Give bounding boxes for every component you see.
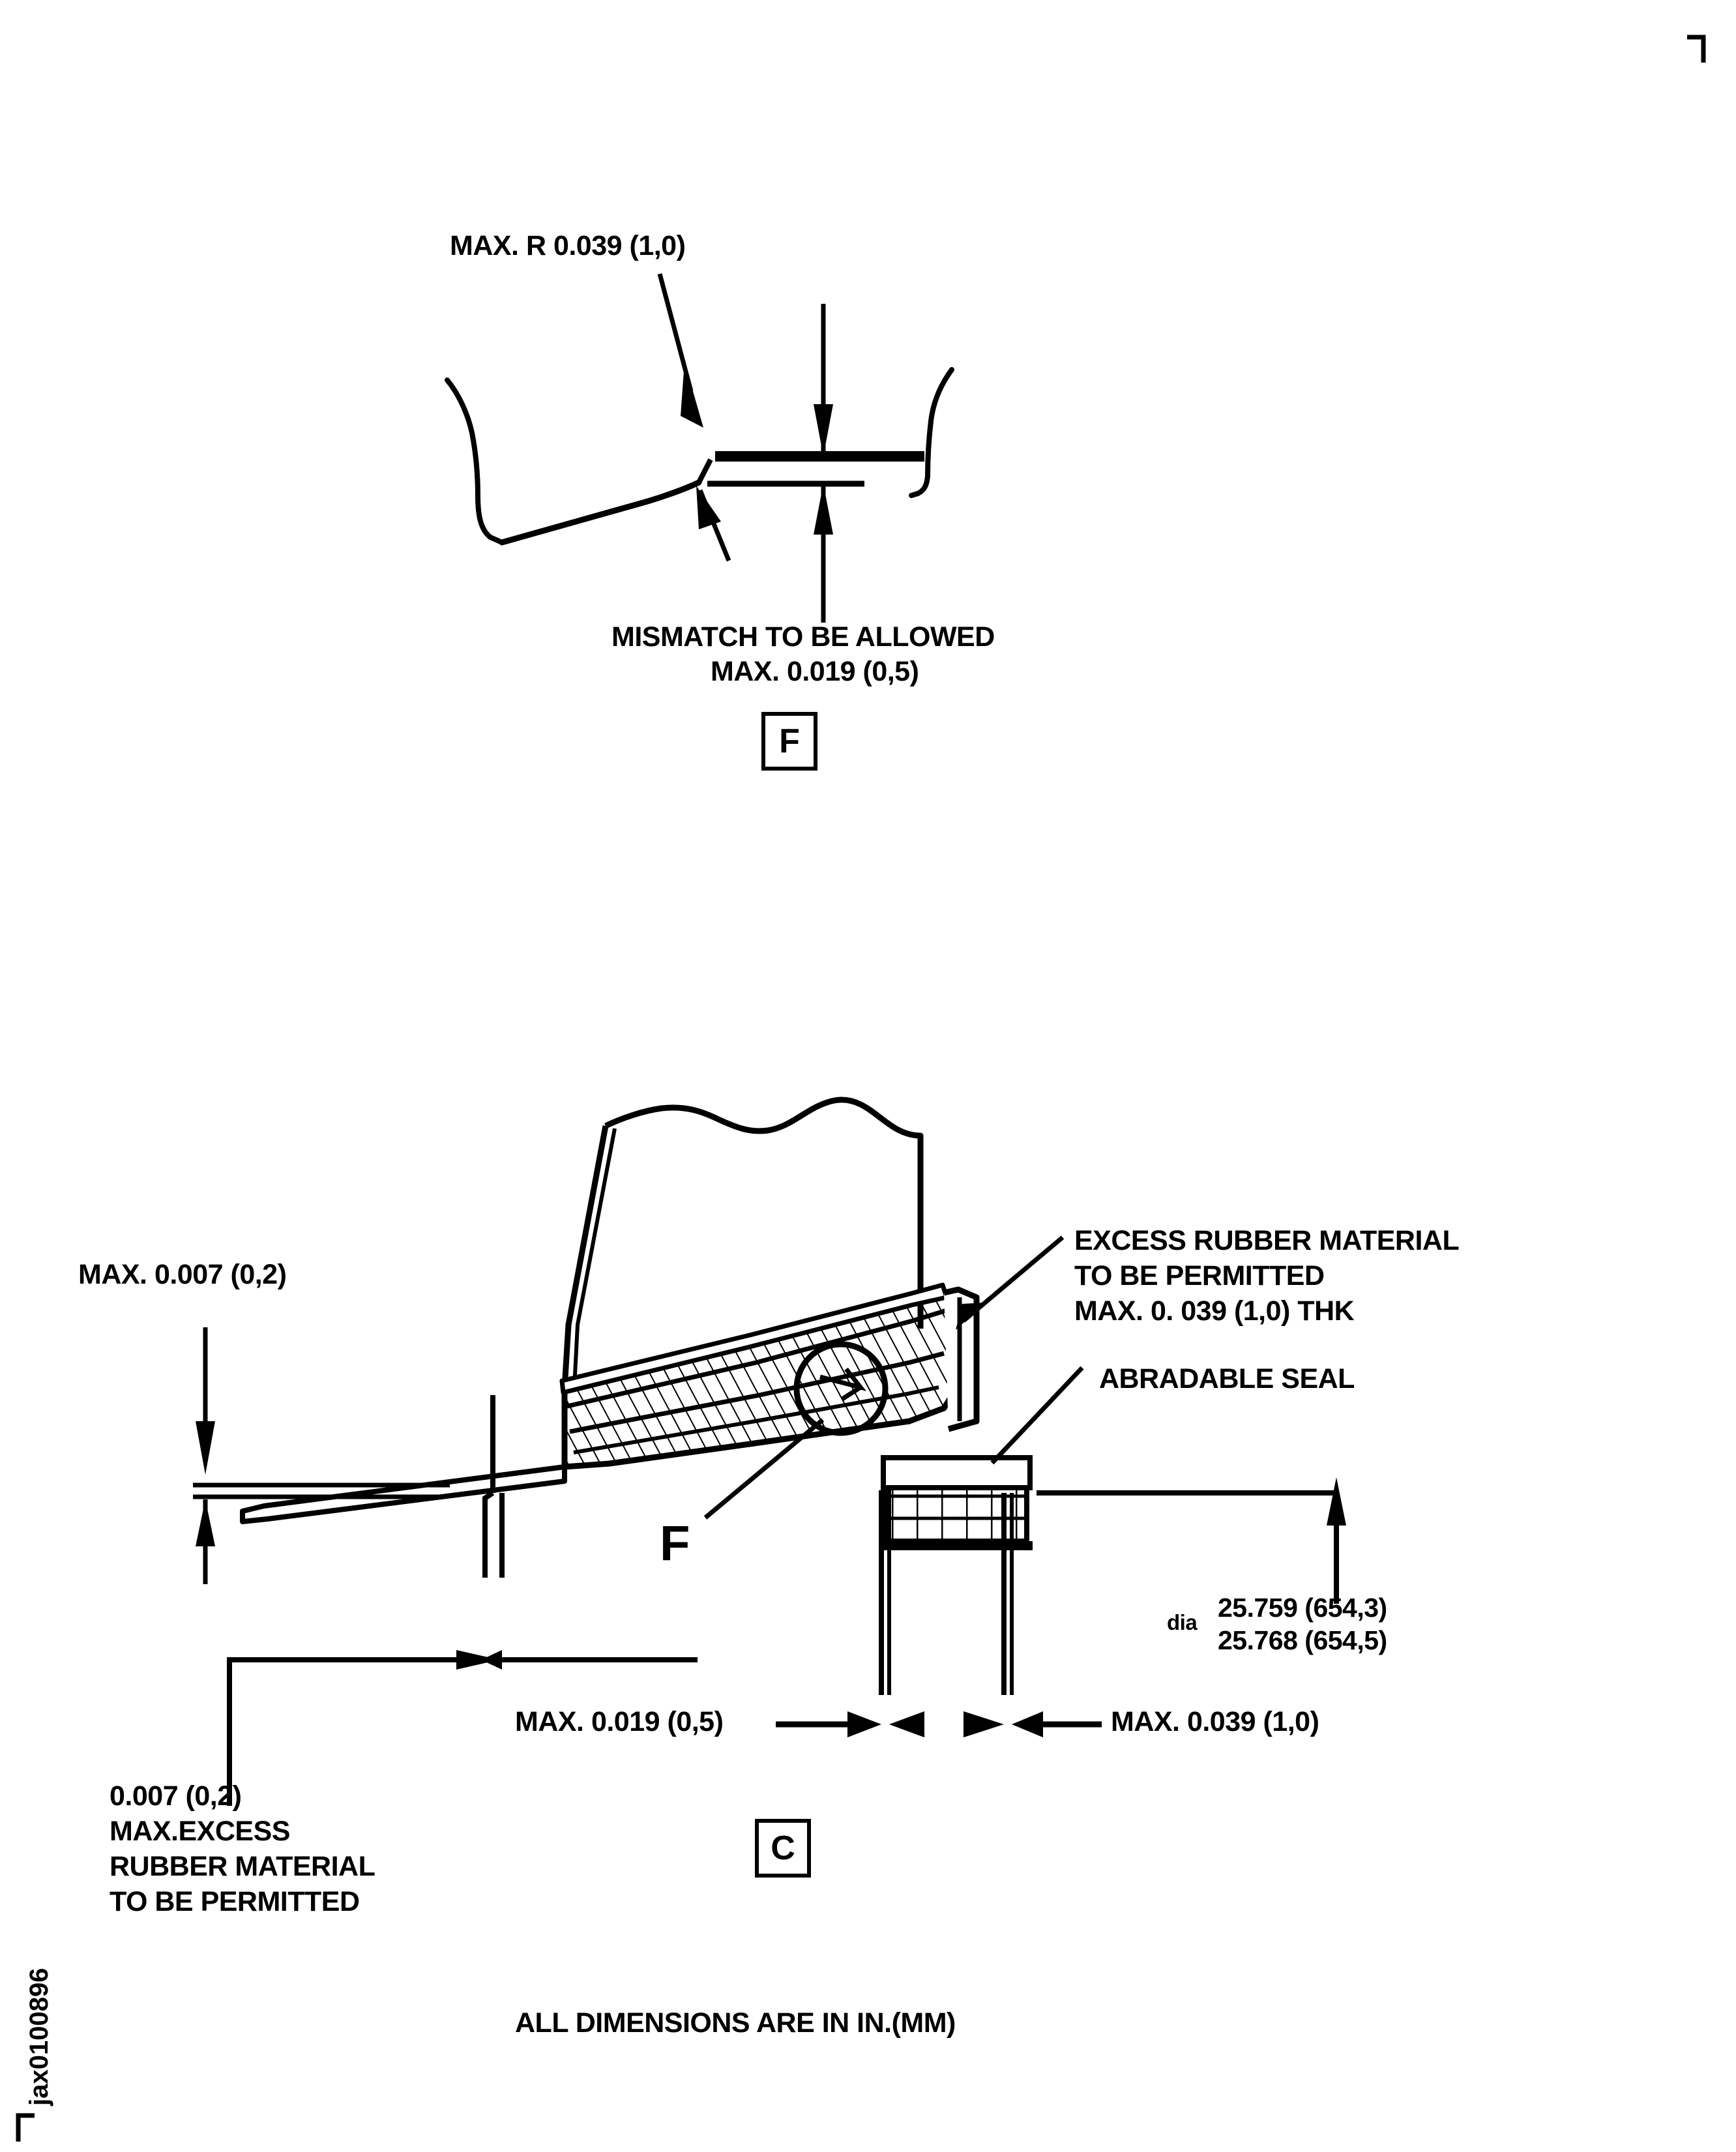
- detail-c-geometry: [193, 1097, 1346, 1806]
- id-stamp-corner-icon: [16, 2113, 35, 2142]
- registration-corner-icon: [1687, 35, 1706, 63]
- detail-flag-f-label: F: [779, 722, 800, 760]
- diameter-lower-value: 25.768 (654,5): [1218, 1625, 1387, 1655]
- lower-left-note-line4: TO BE PERMITTED: [110, 1886, 360, 1917]
- sheet-id-stamp: jax0100896: [25, 1968, 53, 2106]
- excess-rubber-note-line1: EXCESS RUBBER MATERIAL: [1074, 1225, 1460, 1256]
- lower-left-note-line2: MAX.EXCESS: [110, 1816, 290, 1847]
- detail-f-geometry: [445, 273, 954, 623]
- max-gap-note: MAX. 0.007 (0,2): [78, 1259, 287, 1290]
- detail-flag-f: F: [761, 712, 817, 771]
- diameter-upper-value: 25.759 (654,3): [1218, 1593, 1387, 1623]
- abradable-seal-label: ABRADABLE SEAL: [1099, 1363, 1355, 1394]
- diameter-prefix: dia: [1167, 1610, 1198, 1634]
- excess-rubber-note-line2: TO BE PERMITTED: [1074, 1260, 1325, 1291]
- detail-flag-c-label: C: [771, 1829, 795, 1867]
- excess-rubber-note-line3: MAX. 0. 039 (1,0) THK: [1074, 1295, 1355, 1327]
- lower-left-note-line3: RUBBER MATERIAL: [110, 1851, 375, 1882]
- lower-left-note-line1: 0.007 (0,2): [110, 1780, 242, 1812]
- max-radius-note: MAX. R 0.039 (1,0): [450, 230, 686, 261]
- footer-note: ALL DIMENSIONS ARE IN IN.(MM): [515, 2007, 956, 2039]
- mismatch-note-line1: MISMATCH TO BE ALLOWED: [611, 621, 995, 653]
- detail-marker-f: F: [660, 1516, 690, 1571]
- bottom-dim-left-label: MAX. 0.019 (0,5): [515, 1706, 724, 1737]
- detail-flag-c: C: [755, 1819, 811, 1878]
- mismatch-note-line2: MAX. 0.019 (0,5): [711, 656, 919, 687]
- bottom-dim-right-label: MAX. 0.039 (1,0): [1111, 1706, 1319, 1737]
